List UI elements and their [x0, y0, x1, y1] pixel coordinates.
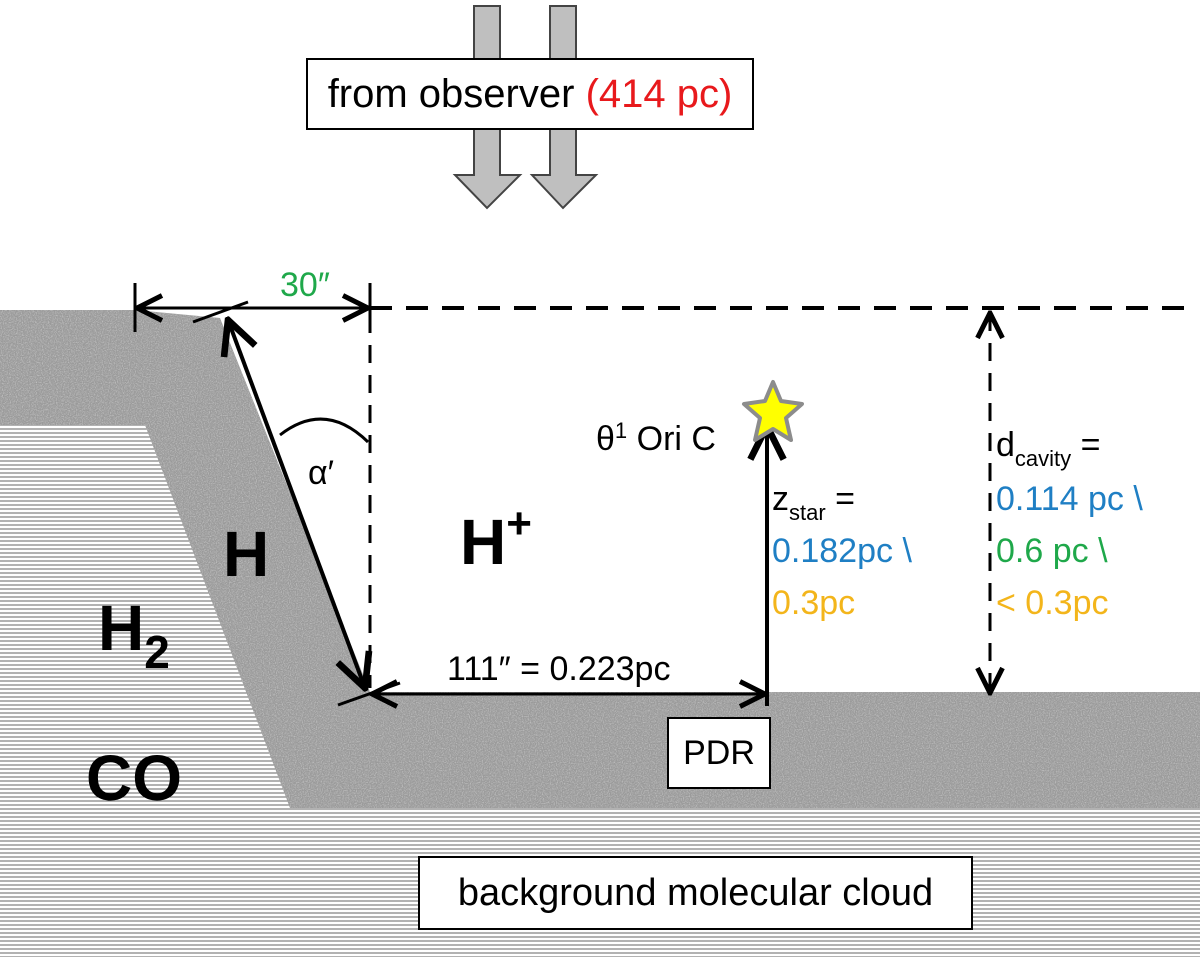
- d-cavity-value-yellow: < 0.3pc: [996, 584, 1109, 622]
- z-star-value-yellow: 0.3pc: [772, 584, 856, 622]
- z-star-base: z: [772, 480, 789, 518]
- d-cavity-value-blue: 0.114 pc \: [996, 480, 1143, 518]
- h2-label: H2: [98, 596, 170, 675]
- observer-label-box: from observer (414 pc): [306, 58, 754, 130]
- star-sup: 1: [614, 418, 628, 443]
- observer-label: from observer: [327, 72, 575, 116]
- d-cavity-value-green: 0.6 pc \: [996, 532, 1108, 570]
- background-cloud-box: background molecular cloud: [418, 856, 973, 930]
- h-plus-label: H+: [460, 502, 532, 575]
- alpha-label: α′: [308, 454, 335, 492]
- h2-base: H: [98, 592, 145, 664]
- alpha-angle-arc: [279, 417, 370, 444]
- h2-sub: 2: [144, 626, 170, 678]
- d-cavity-label: dcavity =: [996, 426, 1101, 470]
- h-plus-sup: +: [506, 499, 532, 548]
- star-name: Ori C: [636, 420, 716, 458]
- h2-co-region: [0, 425, 290, 808]
- slanted-front-arrow: [228, 320, 365, 688]
- co-label: CO: [86, 742, 182, 814]
- star-icon: [742, 380, 804, 442]
- z-star-sub: star: [789, 500, 826, 525]
- background-cloud-label: background molecular cloud: [457, 872, 934, 914]
- thirty-arcsec-label: 30″: [280, 266, 330, 304]
- h-plus-base: H: [460, 506, 507, 578]
- observer-distance: (414 pc): [585, 72, 733, 116]
- h-atomic-label: H: [223, 518, 270, 590]
- z-star-label: zstar =: [772, 480, 855, 524]
- pdr-label: PDR: [683, 734, 755, 772]
- d-cavity-eq: =: [1071, 426, 1101, 464]
- z-star-eq: =: [825, 480, 855, 518]
- star-theta: θ: [596, 420, 615, 458]
- baseline-label: 111″ = 0.223pc: [447, 650, 671, 688]
- d-cavity-base: d: [996, 426, 1015, 464]
- z-star-value-blue: 0.182pc \: [772, 532, 912, 570]
- star-name-label: θ1 Ori C: [596, 420, 716, 458]
- d-cavity-sub: cavity: [1014, 446, 1072, 471]
- pdr-box: PDR: [667, 717, 771, 789]
